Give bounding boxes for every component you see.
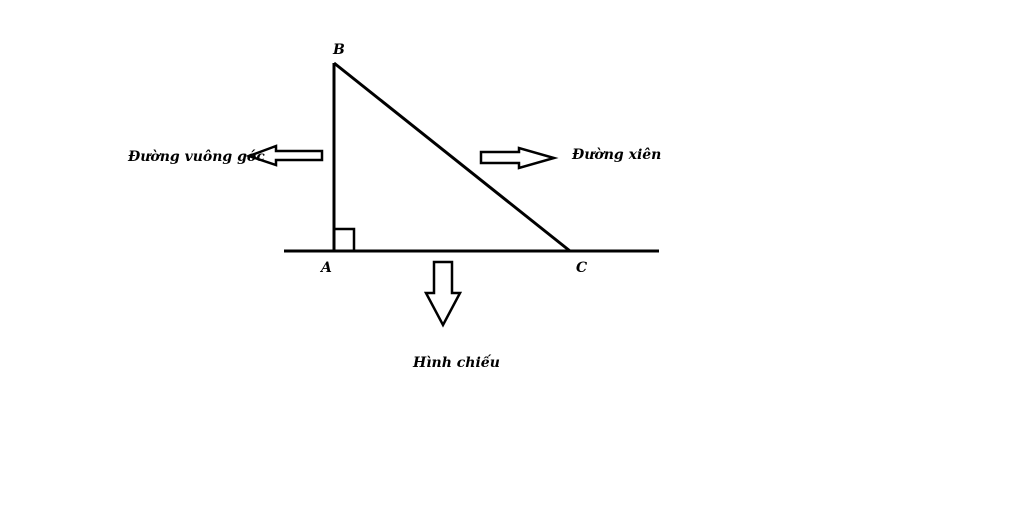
arrow-right-icon [479,146,559,170]
perpendicular-label: Đường vuông góc [127,149,265,165]
right-angle-marker [334,227,356,251]
projection-label: Hình chiếu [412,353,500,371]
oblique-segment-bc [333,61,571,253]
point-label-b: B [332,42,345,58]
point-label-c: C [576,260,587,276]
point-label-a: A [319,260,332,276]
oblique-label: Đường xiên [571,147,661,163]
arrow-left-icon [245,144,324,167]
arrow-down-icon [423,260,463,328]
